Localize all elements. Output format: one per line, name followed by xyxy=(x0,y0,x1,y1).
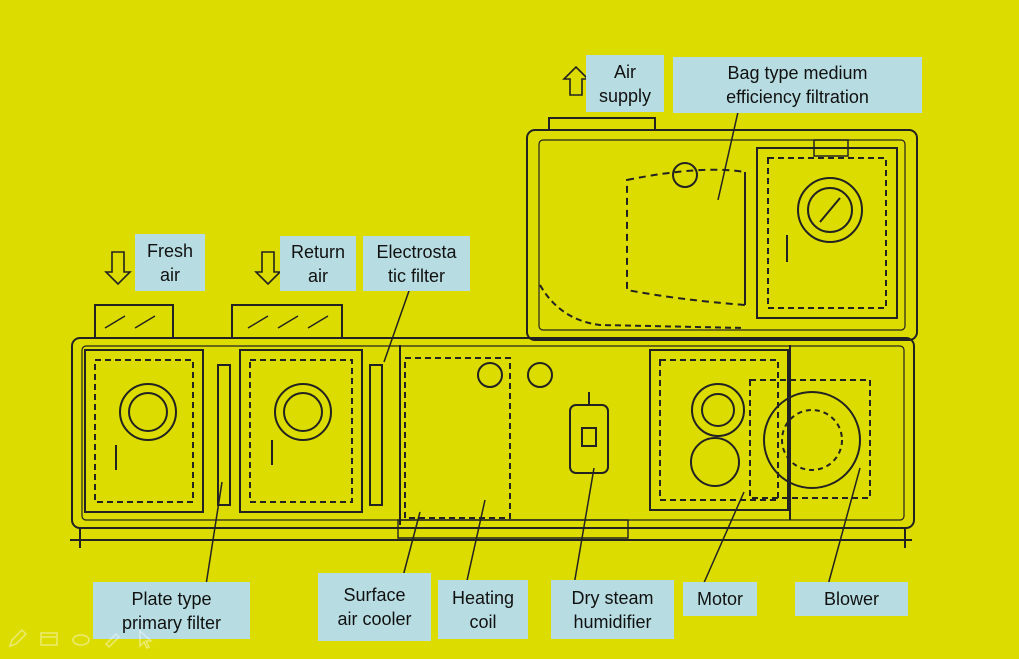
slideshow-toolbar xyxy=(6,626,156,652)
slides-icon[interactable] xyxy=(38,628,60,650)
upper-section xyxy=(526,117,918,341)
pointer-icon[interactable] xyxy=(134,628,156,650)
leader-lines xyxy=(205,111,861,586)
motor-label: Motor xyxy=(683,582,757,616)
eraser-icon[interactable] xyxy=(70,628,92,650)
blower-label: Blower xyxy=(795,582,908,616)
flow-arrows xyxy=(104,65,590,286)
pen-icon[interactable] xyxy=(6,628,28,650)
highlighter-icon[interactable] xyxy=(102,628,124,650)
lower-section xyxy=(70,304,915,548)
